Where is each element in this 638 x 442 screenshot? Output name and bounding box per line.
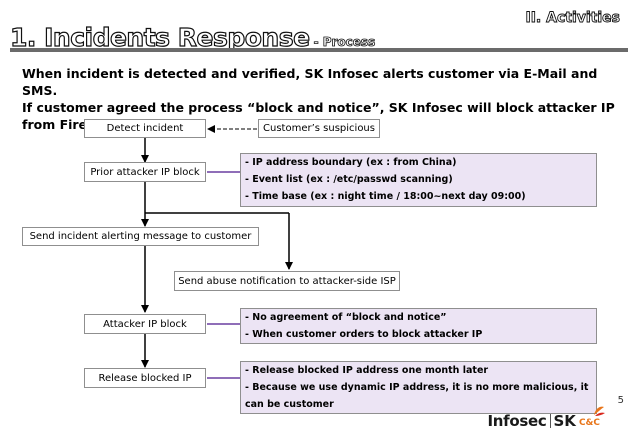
note-item: - Release blocked IP address one month l… bbox=[245, 365, 489, 376]
send-abuse-box: Send abuse notification to attacker-side… bbox=[174, 271, 400, 291]
detect-incident-box: Detect incident bbox=[84, 119, 206, 138]
send-alert-box: Send incident alerting message to custom… bbox=[22, 227, 259, 246]
attacker-block-box: Attacker IP block bbox=[84, 314, 206, 334]
note-item: - Because we use dynamic IP address, it … bbox=[245, 382, 589, 410]
page-title: 1. Incidents Response - Process bbox=[9, 10, 376, 52]
title-main: 1. Incidents Response bbox=[9, 23, 310, 52]
note-item: - Time base (ex : night time / 18:00~nex… bbox=[245, 191, 526, 202]
sk-butterfly-icon bbox=[593, 406, 605, 416]
attacker-block-note: - No agreement of “block and notice” - W… bbox=[240, 308, 597, 344]
release-note: - Release blocked IP address one month l… bbox=[240, 361, 597, 414]
release-blocked-box: Release blocked IP bbox=[84, 368, 206, 388]
prior-block-box: Prior attacker IP block bbox=[84, 162, 206, 182]
company-logo: Infosec SK C&C bbox=[487, 406, 605, 432]
prior-block-note: - IP address boundary (ex : from China) … bbox=[240, 153, 597, 207]
note-item: - IP address boundary (ex : from China) bbox=[245, 157, 457, 168]
intro-line-1: When incident is detected and verified, … bbox=[22, 66, 598, 98]
note-item: - Event list (ex : /etc/passwd scanning) bbox=[245, 174, 453, 185]
note-item: - When customer orders to block attacker… bbox=[245, 329, 483, 340]
customer-suspicious-box: Customer’s suspicious bbox=[258, 119, 380, 138]
note-item: - No agreement of “block and notice” bbox=[245, 312, 447, 323]
title-divider bbox=[10, 48, 628, 52]
logo-divider bbox=[549, 414, 551, 428]
title-subtitle: - Process bbox=[313, 35, 376, 49]
logo-cc: C&C bbox=[578, 418, 600, 428]
logo-sk: SK bbox=[553, 412, 576, 430]
page-number: 5 bbox=[617, 395, 624, 406]
section-tag: II. Activities bbox=[525, 10, 620, 27]
logo-infosec: Infosec bbox=[487, 412, 547, 430]
